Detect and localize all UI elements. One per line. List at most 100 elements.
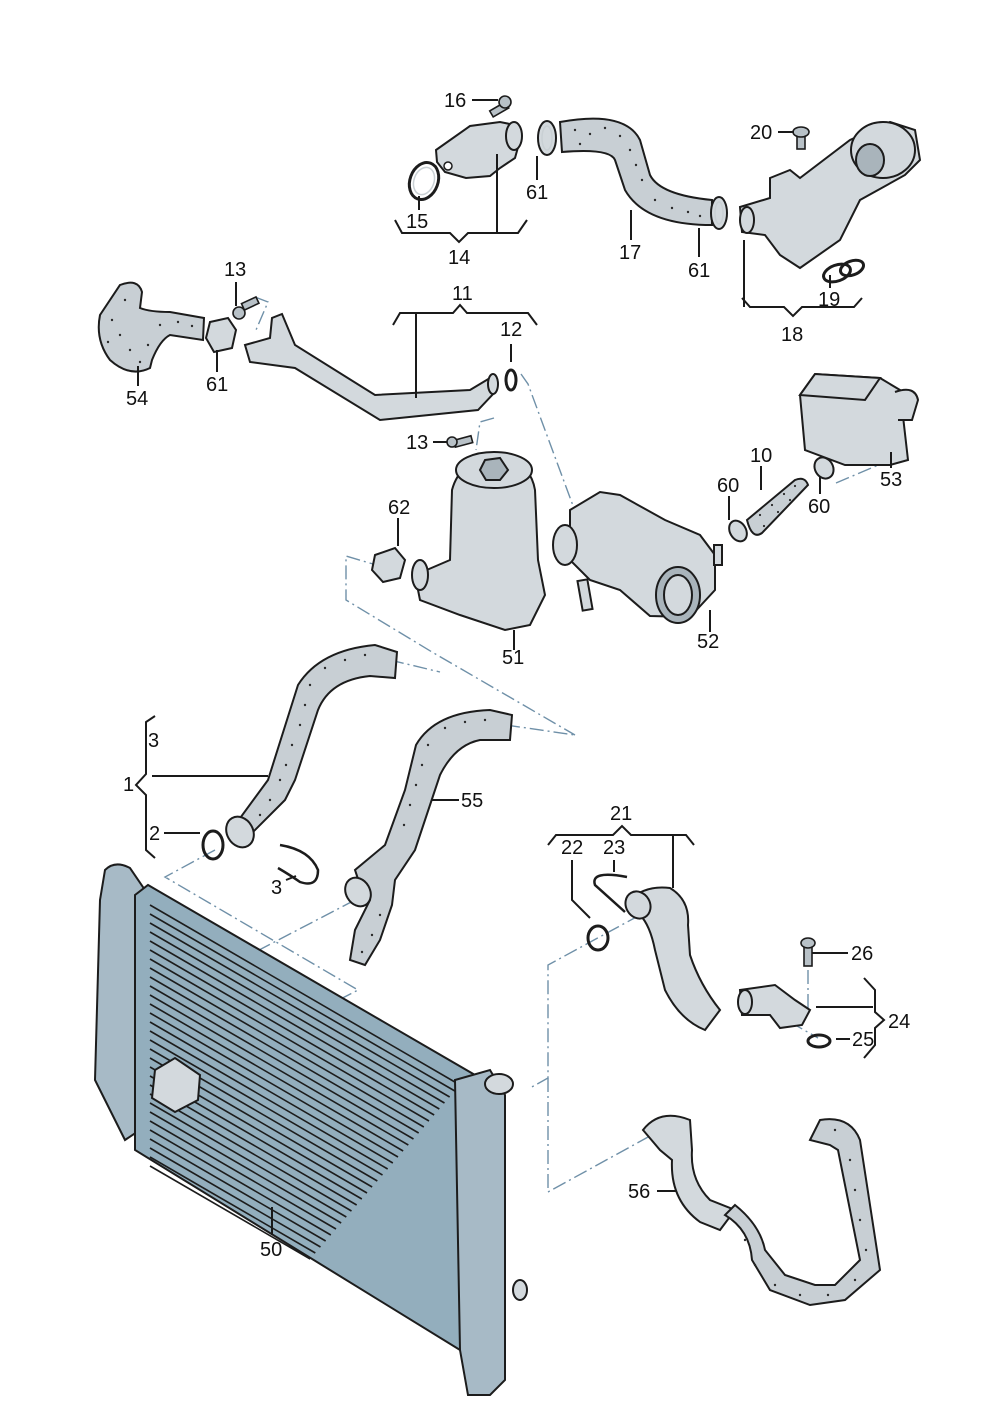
part-17-hose xyxy=(558,117,713,227)
label-12: 12 xyxy=(500,319,522,341)
label-60-a: 60 xyxy=(717,475,739,497)
part-21-hose xyxy=(624,886,722,1032)
radiator-fin xyxy=(149,1120,337,1230)
label-22: 22 xyxy=(561,837,583,859)
radiator-fin xyxy=(149,1138,327,1242)
hose-texture xyxy=(573,126,702,218)
radiator-fin xyxy=(149,1102,347,1218)
part-12-o-ring xyxy=(504,368,518,392)
part-14-flange xyxy=(434,120,523,180)
label-21: 21 xyxy=(610,803,632,825)
label-16: 16 xyxy=(444,90,466,112)
part-55-lower-radiator-hose xyxy=(344,708,514,967)
part-60-clamp-a xyxy=(728,519,748,543)
part-labels: 16 15 14 61 17 61 20 18 19 13 54 61 11 1… xyxy=(123,90,910,1261)
part-13-bolt-upper xyxy=(232,295,261,320)
part-51-oil-filter-housing xyxy=(411,451,547,632)
part-25-o-ring xyxy=(806,1033,832,1049)
label-52: 52 xyxy=(697,631,719,653)
label-62: 62 xyxy=(388,497,410,519)
hose-texture xyxy=(743,1128,868,1297)
part-16-bolt xyxy=(488,95,512,119)
label-53: 53 xyxy=(880,469,902,491)
label-26: 26 xyxy=(851,943,873,965)
assembly-line-56 xyxy=(547,1078,651,1194)
part-15-seal-ring xyxy=(407,161,441,201)
part-56-hose xyxy=(641,1114,882,1307)
label-11: 11 xyxy=(452,283,473,305)
label-25: 25 xyxy=(852,1029,874,1051)
radiator-fin xyxy=(149,1156,316,1254)
assembly-line-12 xyxy=(520,373,583,531)
radiator-fin xyxy=(149,949,435,1116)
part-3-clip xyxy=(277,843,320,885)
radiator-fin xyxy=(149,994,409,1146)
part-13-bolt-lower xyxy=(446,434,474,449)
assembly-line-1-top xyxy=(389,659,441,673)
assembly-line-13a xyxy=(254,296,269,331)
part-18-thermostat-housing xyxy=(738,120,922,270)
radiator-fin xyxy=(149,985,414,1140)
part-50-radiator xyxy=(93,863,528,1396)
label-51: 51 xyxy=(502,647,524,669)
part-61-clamp-left xyxy=(204,316,238,354)
part-52-water-pump-housing xyxy=(552,490,723,624)
label-15: 15 xyxy=(406,211,428,233)
hose-texture xyxy=(758,484,797,528)
leader-lines xyxy=(134,99,892,1235)
part-22-o-ring xyxy=(586,924,610,952)
part-26-bolt xyxy=(800,937,816,967)
part-1-upper-radiator-hose xyxy=(225,643,399,849)
part-19-seal-rings xyxy=(822,258,866,284)
part-61-clamp-top xyxy=(537,120,557,156)
hose-texture xyxy=(360,718,487,954)
radiator-fin xyxy=(149,1147,321,1248)
radiator-fin xyxy=(149,940,440,1110)
label-55: 55 xyxy=(461,790,483,812)
radiator-fin xyxy=(149,1003,404,1152)
hose-texture xyxy=(106,298,194,364)
part-23-clip xyxy=(593,873,628,913)
radiator-fin xyxy=(149,922,451,1098)
part-11-coolant-pipe xyxy=(243,312,499,422)
label-19: 19 xyxy=(818,289,840,311)
label-61-right: 61 xyxy=(688,260,710,282)
part-62-clamp xyxy=(370,546,407,584)
radiator-fin xyxy=(149,913,456,1092)
hose-texture xyxy=(258,653,367,817)
label-60-b: 60 xyxy=(808,496,830,518)
label-50: 50 xyxy=(260,1239,282,1261)
radiator-fin xyxy=(149,1129,332,1236)
label-20: 20 xyxy=(750,122,772,144)
radiator-fin xyxy=(149,1012,399,1158)
label-56: 56 xyxy=(628,1181,650,1203)
radiator-fin xyxy=(149,1030,389,1170)
part-60-clamp-b xyxy=(813,456,835,480)
radiator-fin xyxy=(149,931,445,1104)
radiator-fin xyxy=(149,967,425,1128)
label-61-left: 61 xyxy=(206,374,228,396)
label-24: 24 xyxy=(888,1011,910,1033)
radiator-fin xyxy=(149,1093,352,1212)
part-54-hose xyxy=(97,281,206,373)
label-14: 14 xyxy=(448,247,470,269)
radiator-fin xyxy=(149,904,461,1086)
assembly-line-22 xyxy=(529,914,641,1089)
label-54: 54 xyxy=(126,388,148,410)
assembly-line-55-top xyxy=(505,724,576,736)
radiator-fin xyxy=(149,1165,311,1260)
assembly-line-13b xyxy=(475,417,495,451)
label-13-upper: 13 xyxy=(224,259,246,281)
label-3-in-set: 3 xyxy=(148,730,159,752)
radiator-fin xyxy=(149,976,420,1134)
label-23: 23 xyxy=(603,837,625,859)
assembly-line-62 xyxy=(345,555,576,736)
radiator-fin xyxy=(149,958,430,1122)
radiator-fin xyxy=(149,1111,342,1224)
part-53-oil-cooler xyxy=(798,372,920,466)
part-61-clamp-right xyxy=(710,196,728,230)
label-13-lower: 13 xyxy=(406,432,428,454)
radiator-fin xyxy=(149,1021,394,1164)
label-1: 1 xyxy=(123,774,134,796)
